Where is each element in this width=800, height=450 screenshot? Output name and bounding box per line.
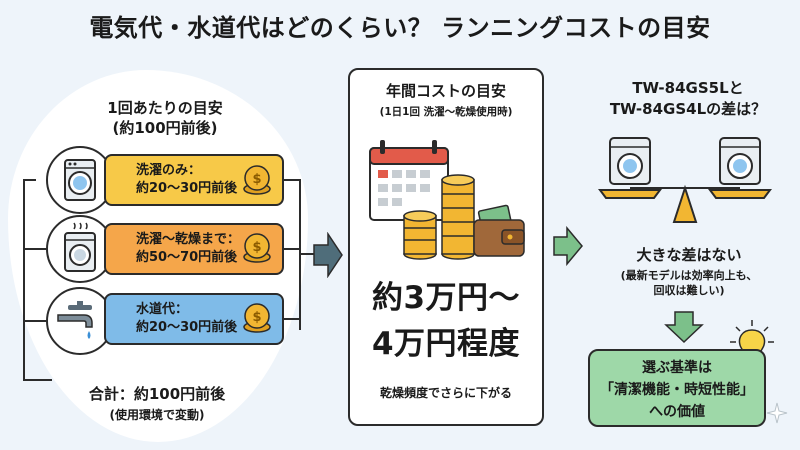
cost-item-value: 約50～70円前後 xyxy=(136,250,238,265)
selection-criteria-card: 選ぶ基準は 「清潔機能・時短性能」 への価値 xyxy=(588,349,766,427)
cost-item-value: 約20～30円前後 xyxy=(136,320,238,335)
washing-machine-icon xyxy=(46,146,114,214)
balance-scale-illustration xyxy=(598,137,772,223)
scale-icon xyxy=(598,184,772,223)
cost-item-label: 洗濯のみ： xyxy=(136,163,202,178)
annual-cost-heading: 年間コストの目安 (1日1回 洗濯～乾燥使用時) xyxy=(348,80,544,119)
coin-stacks-icon xyxy=(403,174,475,260)
coin-stack-icon: $ xyxy=(243,303,271,333)
svg-text:$: $ xyxy=(252,240,261,255)
total-label: 合計：約100円前後 xyxy=(88,385,226,403)
comparison-result-note-line1: (最新モデルは効率向上も、 xyxy=(620,269,758,282)
annual-heading: 年間コストの目安 xyxy=(385,82,506,100)
comparison-heading-line1: TW-84GS5Lと xyxy=(632,79,744,97)
comparison-result-title: 大きな差はない xyxy=(636,246,742,264)
comparison-result-note-line2: 回収は難しい) xyxy=(653,284,725,297)
washing-machine-icon xyxy=(609,137,651,185)
comparison-heading-line2: TW-84GS4Lの差は？ xyxy=(609,100,767,118)
svg-text:$: $ xyxy=(252,172,261,187)
criteria-line3: への価値 xyxy=(649,404,705,420)
calendar-icon xyxy=(369,140,449,221)
cost-item-label: 洗濯～乾燥まで： xyxy=(136,232,241,247)
annual-amount-line2: 4万円程度 xyxy=(371,326,521,362)
cost-item-label: 水道代： xyxy=(136,302,189,317)
criteria-line2: 「清潔機能・時短性能」 xyxy=(600,382,754,398)
coin-stack-icon: $ xyxy=(243,165,271,195)
total-note: (使用環境で変動) xyxy=(109,408,205,422)
coin-stack-icon: $ xyxy=(243,233,271,263)
page-title: 電気代・水道代はどのくらい？ ランニングコストの目安 xyxy=(89,14,711,42)
criteria-line1: 選ぶ基準は xyxy=(642,360,712,376)
per-cycle-heading-line1: 1回あたりの目安 xyxy=(107,99,223,117)
per-cycle-total: 合計：約100円前後 (使用環境で変動) xyxy=(62,383,252,423)
wallet-icon xyxy=(473,204,525,257)
cost-item-value: 約20～30円前後 xyxy=(136,181,238,196)
arrow-right-icon xyxy=(313,232,343,278)
annual-subheading: (1日1回 洗濯～乾燥使用時) xyxy=(379,106,513,118)
arrow-right-green-icon xyxy=(553,226,583,266)
calendar-money-illustration xyxy=(369,140,525,260)
annual-note: 乾燥頻度でさらに下がる xyxy=(379,386,512,400)
washing-machine-icon xyxy=(719,137,761,185)
arrow-down-icon xyxy=(664,311,704,344)
comparison-heading: TW-84GS5Lと TW-84GS4Lの差は？ xyxy=(588,78,788,120)
comparison-result: 大きな差はない (最新モデルは効率向上も、 回収は難しい) xyxy=(584,244,794,298)
annual-amount-line1: 約3万円～ xyxy=(371,280,521,316)
per-cycle-heading: 1回あたりの目安 (約100円前後) xyxy=(70,98,260,138)
sparkle-icon xyxy=(766,402,788,424)
svg-text:$: $ xyxy=(252,310,261,325)
per-cycle-heading-line2: (約100円前後) xyxy=(112,119,218,137)
washer-dryer-icon xyxy=(46,215,114,283)
